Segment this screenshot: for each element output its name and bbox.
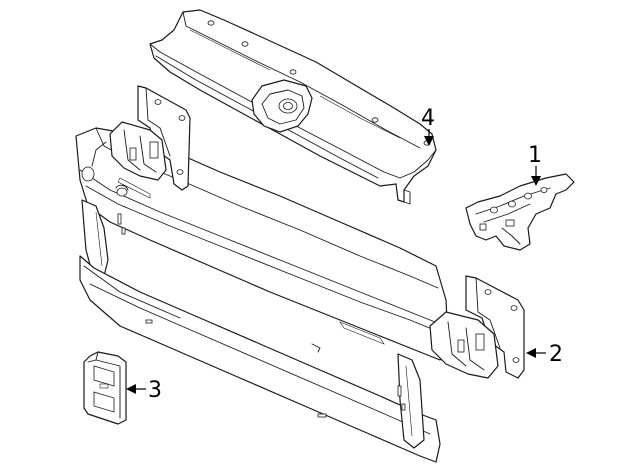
callout-1-label: 1 — [528, 143, 542, 168]
callout-1-arrow — [531, 176, 541, 186]
callout-1: 1 — [528, 143, 542, 186]
callout-2-label: 2 — [549, 342, 563, 367]
callout-4: 4 — [421, 106, 435, 146]
callout-4-label: 4 — [421, 106, 435, 131]
callout-2: 2 — [526, 342, 563, 367]
part-1-bracket[interactable] — [465, 173, 575, 251]
callout-3-label: 3 — [148, 378, 162, 403]
radiator-support-frame[interactable] — [75, 127, 449, 463]
callout-3-arrow — [126, 384, 136, 394]
callout-4-arrow — [424, 136, 434, 146]
callout-2-arrow — [526, 348, 536, 358]
left-mount-bracket[interactable] — [91, 85, 191, 191]
part-3-plate[interactable] — [83, 351, 127, 425]
part-4-upper-cover[interactable] — [149, 9, 437, 205]
callout-3: 3 — [126, 378, 162, 403]
part-2-right-bracket[interactable] — [429, 275, 525, 379]
